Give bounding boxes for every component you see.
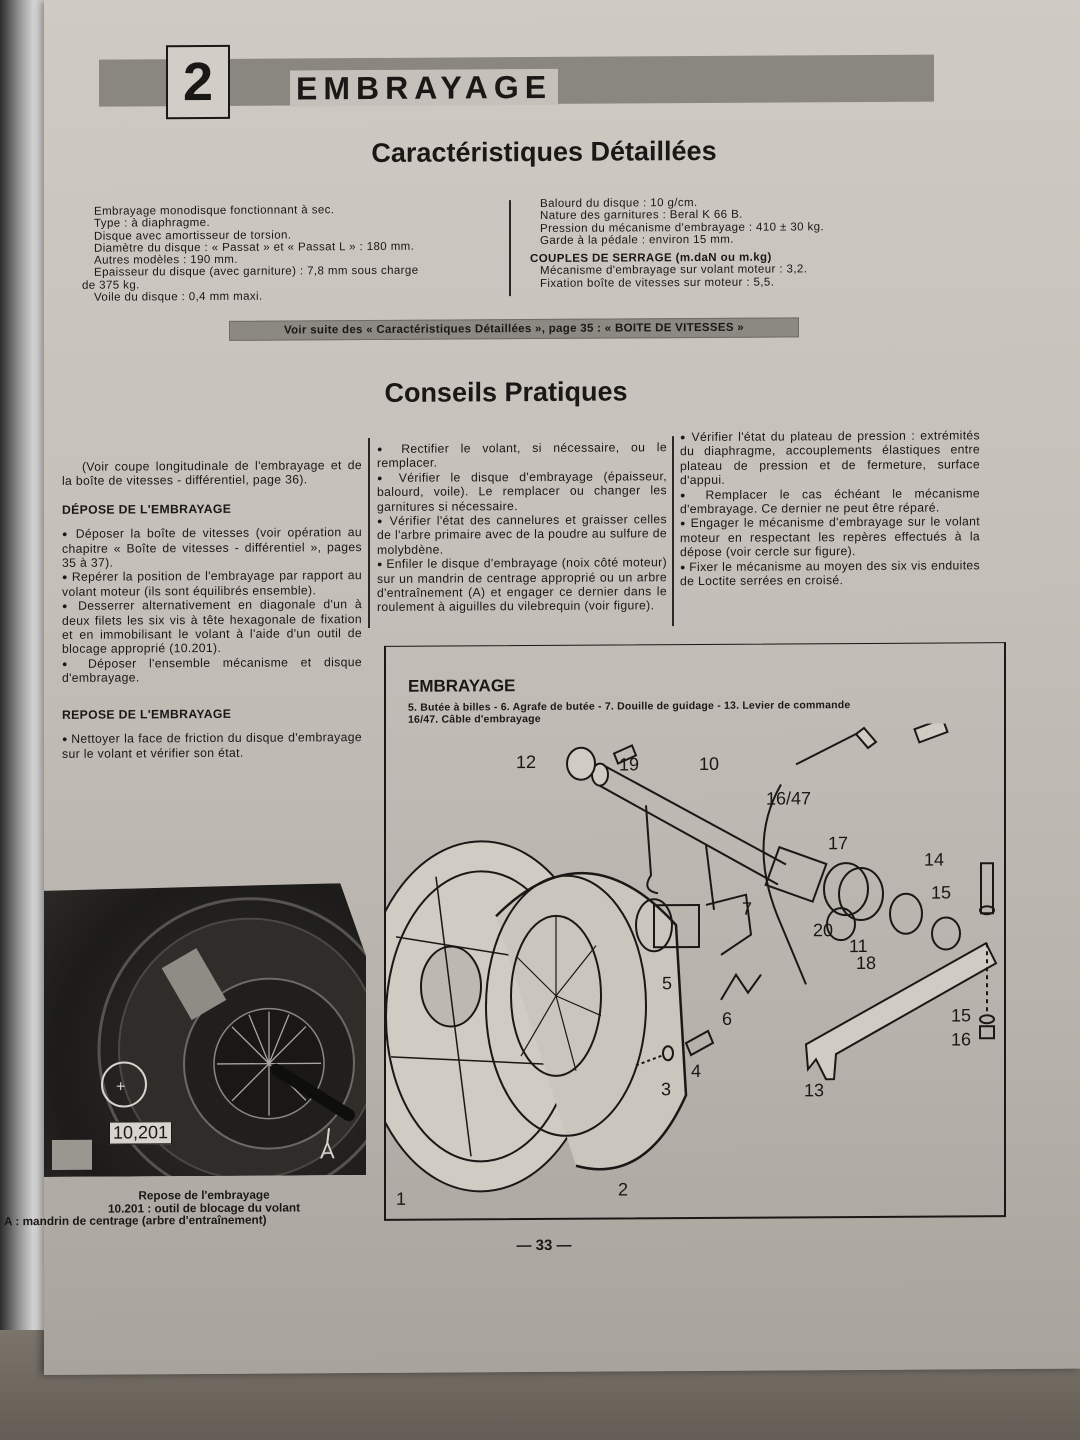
advice-column-2: Rectifier le volant, si nécessaire, ou l… bbox=[377, 440, 667, 615]
callout-7: 7 bbox=[742, 899, 752, 919]
torque-line: Fixation boîte de vitesses sur moteur : … bbox=[540, 276, 775, 290]
figure-title: EMBRAYAGE bbox=[408, 676, 516, 696]
chapter-number: 2 bbox=[166, 44, 230, 120]
callout-18: 18 bbox=[856, 953, 876, 973]
refit-step: Nettoyer la face de friction du disque d… bbox=[62, 730, 362, 761]
callout-16: 16 bbox=[951, 1029, 971, 1049]
callout-20: 20 bbox=[813, 920, 833, 940]
callout-14: 14 bbox=[924, 850, 944, 870]
chapter-title: EMBRAYAGE bbox=[290, 68, 559, 107]
advice-column-3: Vérifier l'état du plateau de pression :… bbox=[680, 428, 980, 588]
removal-heading: DÉPOSE DE L'EMBRAYAGE bbox=[62, 501, 232, 517]
refit-heading: REPOSE DE L'EMBRAYAGE bbox=[62, 706, 232, 722]
manual-page: 2 EMBRAYAGE Caractéristiques Détaillées … bbox=[4, 0, 1080, 1375]
advice-column-1: (Voir coupe longitudinale de l'embrayage… bbox=[62, 458, 362, 761]
advice-intro: (Voir coupe longitudinale de l'embrayage… bbox=[62, 458, 362, 489]
callout-1: 1 bbox=[396, 1189, 406, 1209]
callout-15-bottom: 15 bbox=[951, 1005, 971, 1025]
advice-step: Fixer le mécanisme au moyen des six vis … bbox=[680, 558, 980, 589]
callout-19: 19 bbox=[619, 754, 639, 774]
tool-label: 10,201 bbox=[109, 1121, 172, 1144]
advice-step: Rectifier le volant, si nécessaire, ou l… bbox=[377, 440, 667, 471]
specs-left-column: Embrayage monodisque fonctionnant à sec.… bbox=[82, 203, 504, 304]
advice-step: Vérifier l'état des cannelures et graiss… bbox=[377, 512, 667, 557]
removal-step: Déposer l'ensemble mécanisme et disque d… bbox=[62, 655, 362, 686]
advice-step: Engager le mécanisme d'embrayage sur le … bbox=[680, 515, 980, 560]
arrow-label-a: A bbox=[320, 1138, 335, 1164]
svg-text:+: + bbox=[116, 1079, 125, 1096]
callout-16-47: 16/47 bbox=[766, 788, 811, 808]
advice-title: Conseils Pratiques bbox=[384, 376, 628, 408]
column-divider bbox=[368, 438, 370, 629]
page-number: — 33 — bbox=[516, 1236, 572, 1255]
advice-step: Remplacer le cas échéant le mécanisme d'… bbox=[680, 486, 980, 517]
exploded-diagram-frame: EMBRAYAGE 5. Butée à billes - 6. Agrafe … bbox=[384, 642, 1006, 1221]
callout-12: 12 bbox=[516, 752, 536, 772]
removal-step: Desserrer alternativement en diagonale d… bbox=[62, 597, 362, 656]
spec-line: Garde à la pédale : environ 15 mm. bbox=[540, 233, 734, 247]
removal-step: Déposer la boîte de vitesses (voir opéra… bbox=[62, 525, 362, 570]
callout-11: 11 bbox=[849, 936, 868, 956]
clutch-assembly-photo-icon: + bbox=[44, 883, 366, 1177]
specs-right-column: Balourd du disque : 10 g/cm. Nature des … bbox=[530, 196, 940, 291]
caption-line: A : mandrin de centrage (arbre d'entraîn… bbox=[4, 1212, 267, 1229]
specs-title: Caractéristiques Détaillées bbox=[371, 135, 717, 168]
callout-4: 4 bbox=[691, 1061, 701, 1081]
callout-2: 2 bbox=[618, 1179, 628, 1199]
callout-13: 13 bbox=[804, 1080, 824, 1100]
callout-6: 6 bbox=[722, 1009, 732, 1029]
spec-line: Voile du disque : 0,4 mm maxi. bbox=[94, 290, 263, 304]
advice-step: Enfiler le disque d'embrayage (noix côté… bbox=[377, 555, 667, 614]
clutch-photo: + 10,201 A bbox=[44, 883, 366, 1177]
callout-5: 5 bbox=[662, 973, 672, 993]
advice-step: Vérifier l'état du plateau de pression :… bbox=[680, 428, 980, 487]
removal-step: Repérer la position de l'embrayage par r… bbox=[62, 568, 362, 599]
column-divider bbox=[672, 436, 674, 627]
figure-legend: 5. Butée à billes - 6. Agrafe de butée -… bbox=[408, 698, 1008, 726]
callout-15-top: 15 bbox=[931, 882, 951, 902]
clutch-exploded-view-icon: 1 2 3 4 5 6 7 10 11 12 13 14 15 15 16 16… bbox=[386, 723, 998, 1209]
callout-10: 10 bbox=[699, 754, 719, 774]
photo-caption: Repose de l'embrayage 10.201 : outil de … bbox=[4, 1188, 364, 1229]
advice-step: Vérifier le disque d'embrayage (épaisseu… bbox=[377, 469, 667, 514]
specs-divider bbox=[509, 200, 511, 297]
callout-17: 17 bbox=[828, 833, 848, 853]
see-more-banner: Voir suite des « Caractéristiques Détail… bbox=[229, 317, 799, 341]
callout-3: 3 bbox=[661, 1079, 671, 1099]
